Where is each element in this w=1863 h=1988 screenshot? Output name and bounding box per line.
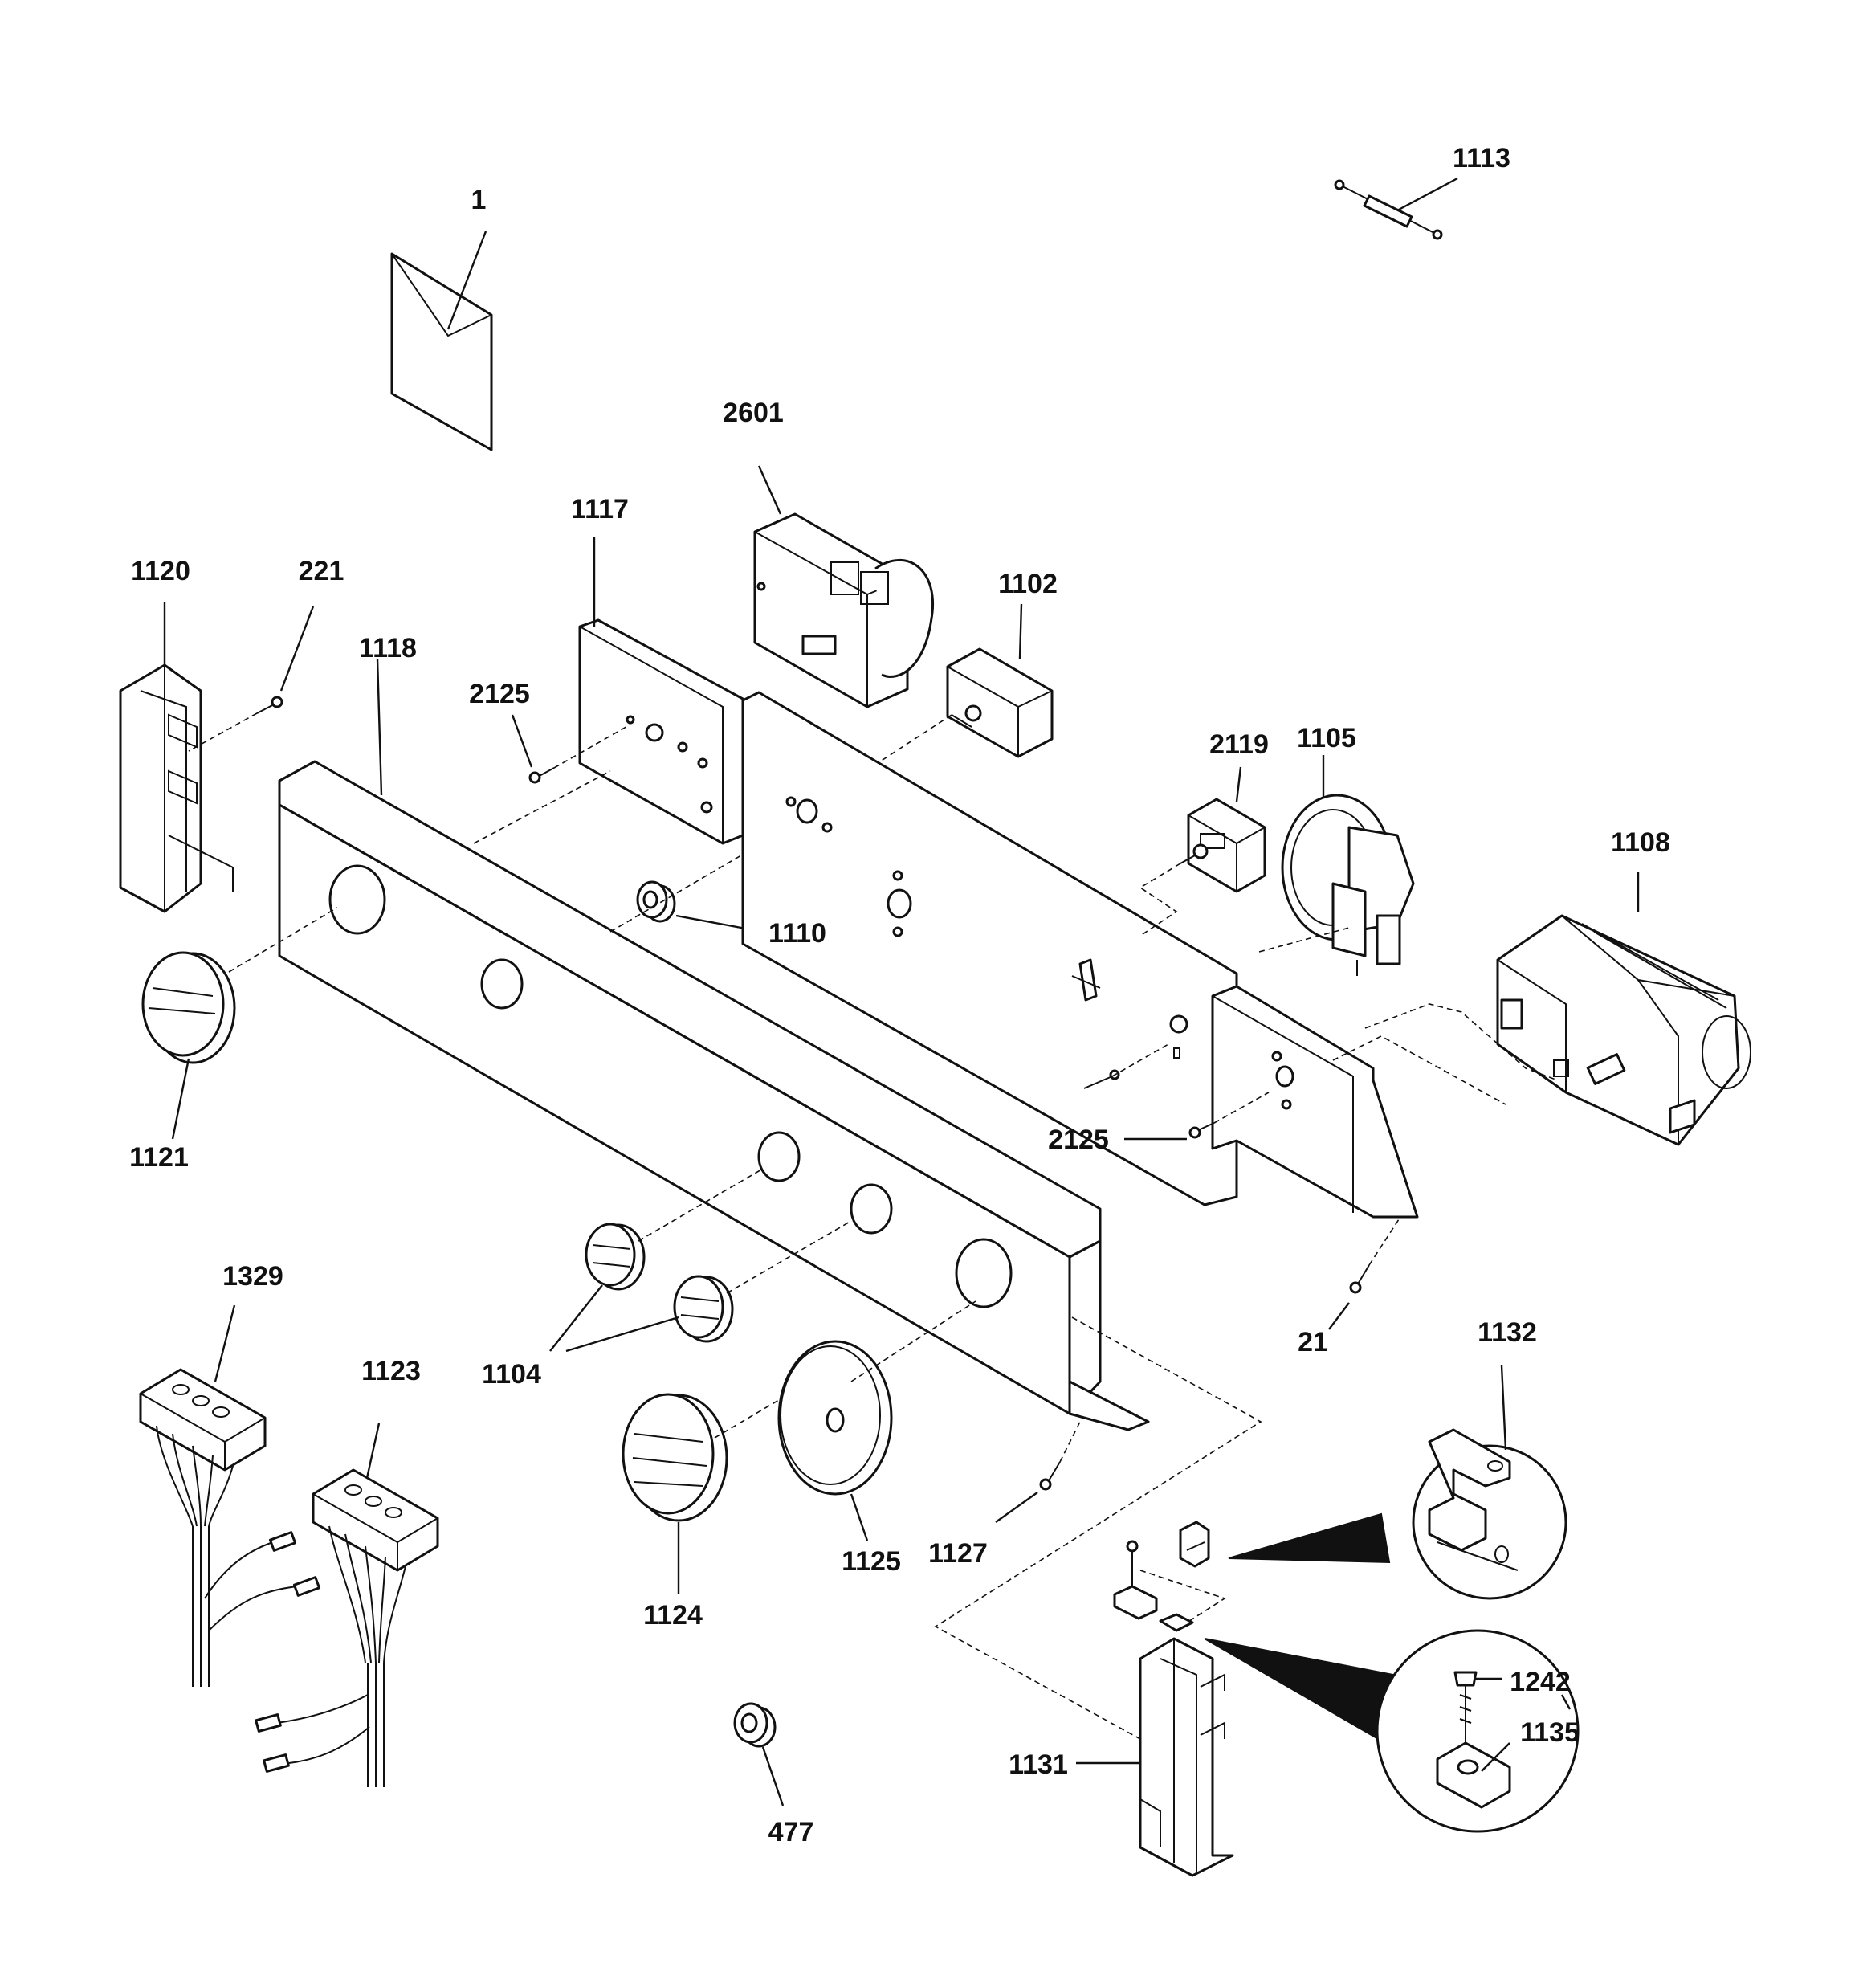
part-label-1113: 1113 [1453, 143, 1510, 173]
part-label-1329: 1329 [222, 1261, 283, 1292]
part-label-1242: 1242 [1510, 1667, 1571, 1697]
wire-harness-1329-part [139, 1304, 321, 1687]
part-label-1121: 1121 [129, 1142, 189, 1173]
knob-disc-1125-part [777, 1300, 976, 1541]
part-label-477: 477 [768, 1817, 814, 1847]
right-bracket-part [1211, 985, 1506, 1219]
assembly-guide-line [934, 1316, 1262, 1740]
part-label-1108: 1108 [1611, 827, 1670, 858]
part-label-1132: 1132 [1478, 1317, 1537, 1348]
large-knob-1121-part [141, 907, 338, 1140]
wire-harness-1123-part [255, 1423, 439, 1787]
mounting-bracket-part [578, 537, 744, 845]
pressure-switch-part [1258, 755, 1415, 976]
screw-21-part [1328, 1219, 1400, 1330]
part-label-21: 21 [1298, 1327, 1328, 1357]
part-label-1102: 1102 [998, 569, 1058, 599]
part-label-1120: 1120 [131, 556, 190, 586]
part-label-1131: 1131 [1009, 1749, 1068, 1780]
part-label-221: 221 [299, 556, 344, 586]
right-end-cap-part [1076, 1637, 1234, 1877]
small-knobs-1104-part [549, 1168, 852, 1353]
part-label-2119: 2119 [1209, 729, 1269, 760]
part-label-1105: 1105 [1297, 723, 1356, 753]
part-label-1110: 1110 [768, 918, 826, 949]
screw-2125-lower-part [1083, 1043, 1270, 1141]
main-knob-1124-part [622, 1393, 784, 1594]
part-label-1117: 1117 [571, 494, 629, 525]
part-label-2125-upper: 2125 [469, 679, 530, 709]
part-label-1104: 1104 [482, 1359, 541, 1390]
fuse-link-part [1334, 177, 1458, 240]
part-label-1118: 1118 [359, 633, 417, 663]
rotary-switch-part [1139, 766, 1266, 937]
part-label-1123: 1123 [361, 1356, 421, 1386]
bushing-477-part [733, 1702, 785, 1806]
manual-envelope-part [390, 231, 493, 451]
screw-2125-upper-part [511, 714, 631, 784]
screw-1127-part [995, 1421, 1081, 1523]
clip-1132-part [1179, 1365, 1567, 1600]
part-label-1125: 1125 [842, 1546, 901, 1577]
timer-part [753, 465, 934, 708]
part-label-1124: 1124 [643, 1600, 703, 1631]
left-end-cap-part [119, 602, 234, 913]
control-panel-part [278, 658, 1150, 1431]
part-label-1135: 1135 [1520, 1717, 1580, 1748]
drive-motor-part [1364, 872, 1751, 1146]
part-label-1: 1 [471, 185, 487, 215]
part-label-1127: 1127 [928, 1538, 988, 1569]
mount-1135-part [1113, 1540, 1580, 1833]
part-label-2125-lower: 2125 [1048, 1125, 1109, 1155]
part-label-2601: 2601 [723, 398, 784, 428]
part-labels: 1 1113 2601 1117 1120 221 1102 1118 2125… [129, 143, 1670, 1847]
screw-221-part [188, 606, 315, 752]
